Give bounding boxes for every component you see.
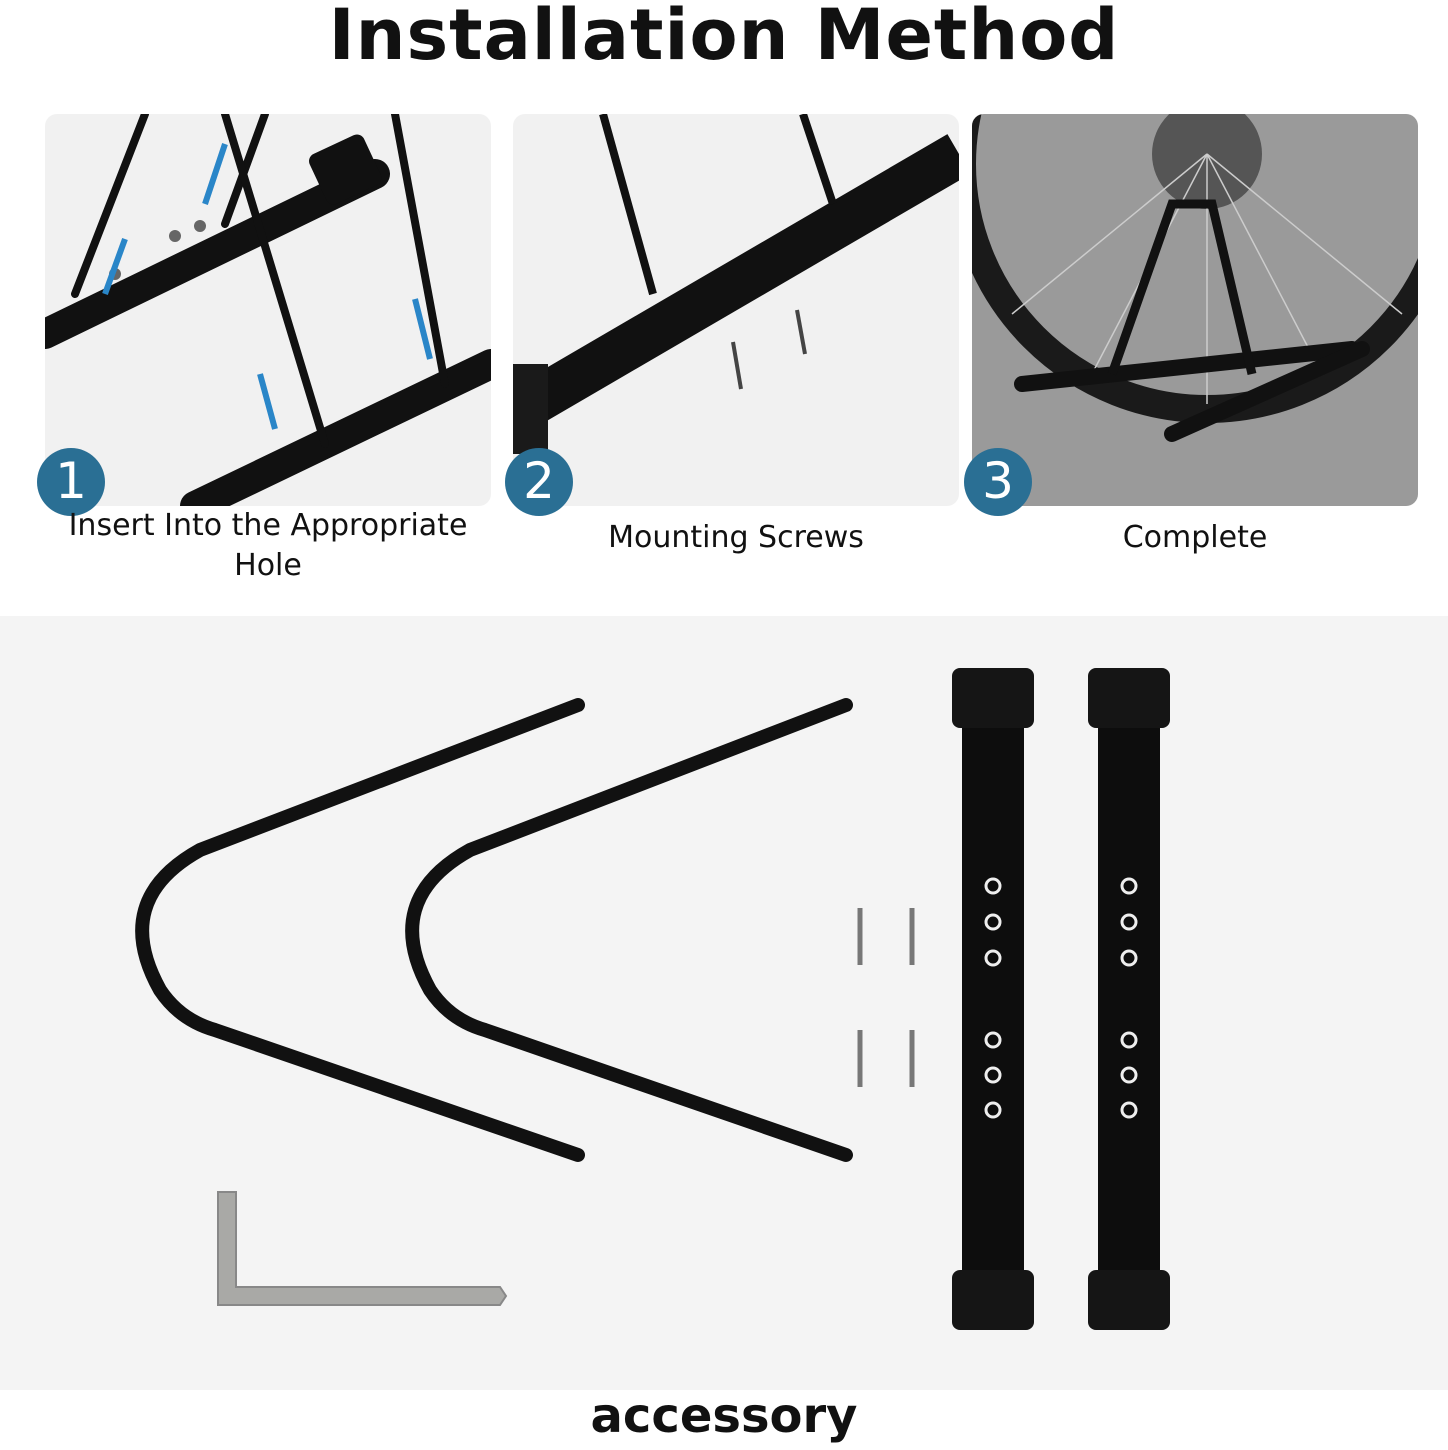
accessory-label: accessory: [590, 1388, 858, 1444]
step-3-caption: Complete: [1122, 520, 1268, 555]
step-2-image: [513, 114, 959, 506]
step-1-caption: Insert Into the Appropriate Hole: [68, 508, 468, 583]
hex-key: [217, 1191, 508, 1306]
step-3-badge: 3: [964, 448, 1032, 516]
step-2-caption: Mounting Screws: [608, 520, 864, 555]
page-title: Installation Method: [328, 0, 1120, 76]
base-tubes: [952, 668, 1170, 1330]
step-3-image: [972, 114, 1418, 506]
accessory-image: [0, 616, 1448, 1390]
u-bracket-right: [405, 698, 853, 1162]
step-1-image: [45, 114, 491, 506]
u-bracket-left: [135, 698, 585, 1162]
step-1-badge: 1: [37, 448, 105, 516]
step-2-badge: 2: [505, 448, 573, 516]
screws: [857, 908, 915, 1087]
